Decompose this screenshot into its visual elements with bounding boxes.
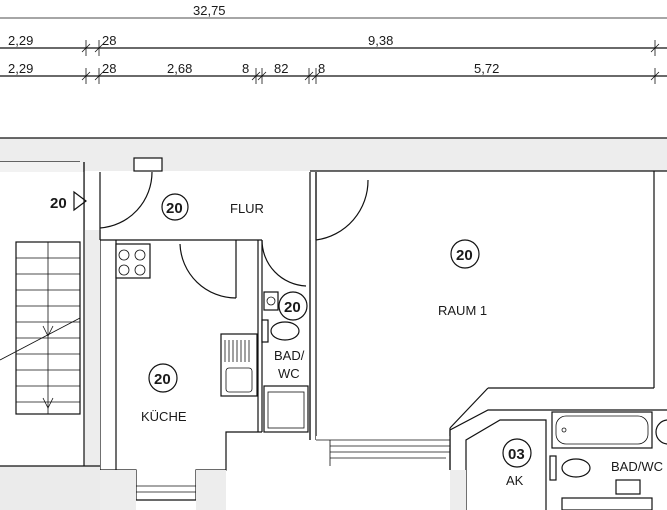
bathtub [551, 411, 653, 449]
toilet-2 [561, 458, 591, 478]
bad-label-1: BAD/ [274, 348, 305, 363]
dim-r1-2: 9,38 [368, 33, 393, 48]
cooker [115, 243, 151, 279]
room-ak: 03 AK [449, 409, 667, 510]
dim-total: 32,75 [193, 3, 226, 18]
dim-r2-5: 8 [318, 61, 325, 76]
ak-number: 03 [508, 446, 525, 463]
toilet [270, 321, 300, 341]
kueche-label: KÜCHE [141, 409, 187, 424]
ak-label: AK [506, 473, 524, 488]
dim-r2-6: 5,72 [474, 61, 499, 76]
dim-r1-1: 28 [102, 33, 116, 48]
flur-number-circle [161, 193, 189, 221]
entry-arrow-icon [73, 190, 87, 212]
badwc2-label: BAD/WC [611, 459, 663, 474]
basin [263, 291, 279, 311]
raum1-number: 20 [456, 247, 473, 264]
bad-number-circle [278, 291, 308, 321]
kitchen-sink [220, 333, 258, 397]
bad-label-2: WC [278, 366, 300, 381]
kueche-number-circle [148, 363, 178, 393]
shower-tray [263, 385, 309, 433]
stair-number: 20 [50, 195, 67, 212]
dim-r2-3: 8 [242, 61, 249, 76]
stairwell: 20 [0, 162, 100, 510]
flur-label: FLUR [230, 201, 264, 216]
dim-r2-1: 28 [102, 61, 116, 76]
kueche-number: 20 [154, 371, 171, 388]
ak-number-circle [502, 438, 532, 468]
room-kueche: 20 KÜCHE [100, 240, 262, 510]
dim-r2-2: 2,68 [167, 61, 192, 76]
dim-r1-0: 2,29 [8, 33, 33, 48]
room-badwc-2: BAD/WC [549, 411, 667, 510]
raum1-label: RAUM 1 [438, 303, 487, 318]
dim-r2-0: 2,29 [8, 61, 33, 76]
bad-number: 20 [284, 299, 301, 316]
dimension-chains: 32,75 2,29 28 9,38 2,29 28 2,68 8 82 8 5… [0, 3, 667, 84]
room-bad: 20 BAD/ WC [261, 239, 311, 440]
flur-number: 20 [166, 200, 183, 217]
dim-r2-4: 82 [274, 61, 288, 76]
raum1-number-circle [450, 239, 480, 269]
room-flur: 20 FLUR [99, 171, 369, 299]
